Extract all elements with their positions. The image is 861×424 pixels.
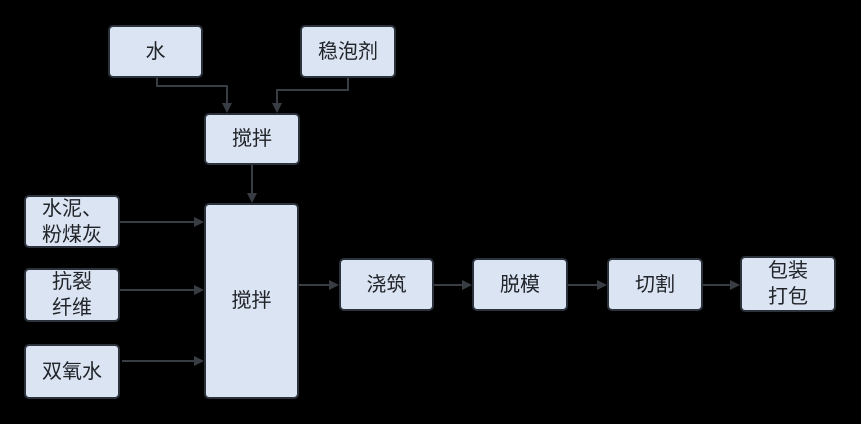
node-foam-stabilizer: 稳泡剂 — [300, 25, 396, 78]
node-cutting-label: 切割 — [635, 273, 675, 296]
node-mixing-1: 搅拌 — [204, 113, 300, 165]
node-hydrogen-peroxide: 双氧水 — [24, 344, 120, 399]
node-mixing-2-label: 搅拌 — [231, 290, 272, 312]
node-cement-flyash-label: 水泥、 粉煤灰 — [42, 197, 102, 246]
node-mixing-1-label: 搅拌 — [232, 128, 272, 150]
node-anticrack-fiber: 抗裂 纤维 — [24, 268, 120, 322]
node-foam-stabilizer-label: 稳泡剂 — [318, 40, 378, 63]
node-pouring: 浇筑 — [339, 258, 434, 311]
node-packing: 包装 打包 — [740, 256, 836, 312]
node-packing-label: 包装 打包 — [768, 260, 808, 308]
edge-water-to-mixing1 — [156, 78, 232, 113]
node-demolding: 脱模 — [472, 258, 568, 311]
node-pouring-label: 浇筑 — [366, 273, 407, 296]
node-cement-flyash: 水泥、 粉煤灰 — [24, 195, 120, 248]
node-anticrack-fiber-label: 抗裂 纤维 — [52, 271, 92, 319]
node-demolding-label: 脱模 — [500, 273, 540, 296]
edge-foam-stabilizer-to-mixing1 — [272, 78, 349, 113]
node-water-label: 水 — [145, 40, 166, 63]
node-cutting: 切割 — [607, 258, 703, 311]
node-mixing-2: 搅拌 — [204, 203, 299, 399]
node-water: 水 — [108, 25, 203, 78]
node-hydrogen-peroxide-label: 双氧水 — [42, 360, 102, 383]
